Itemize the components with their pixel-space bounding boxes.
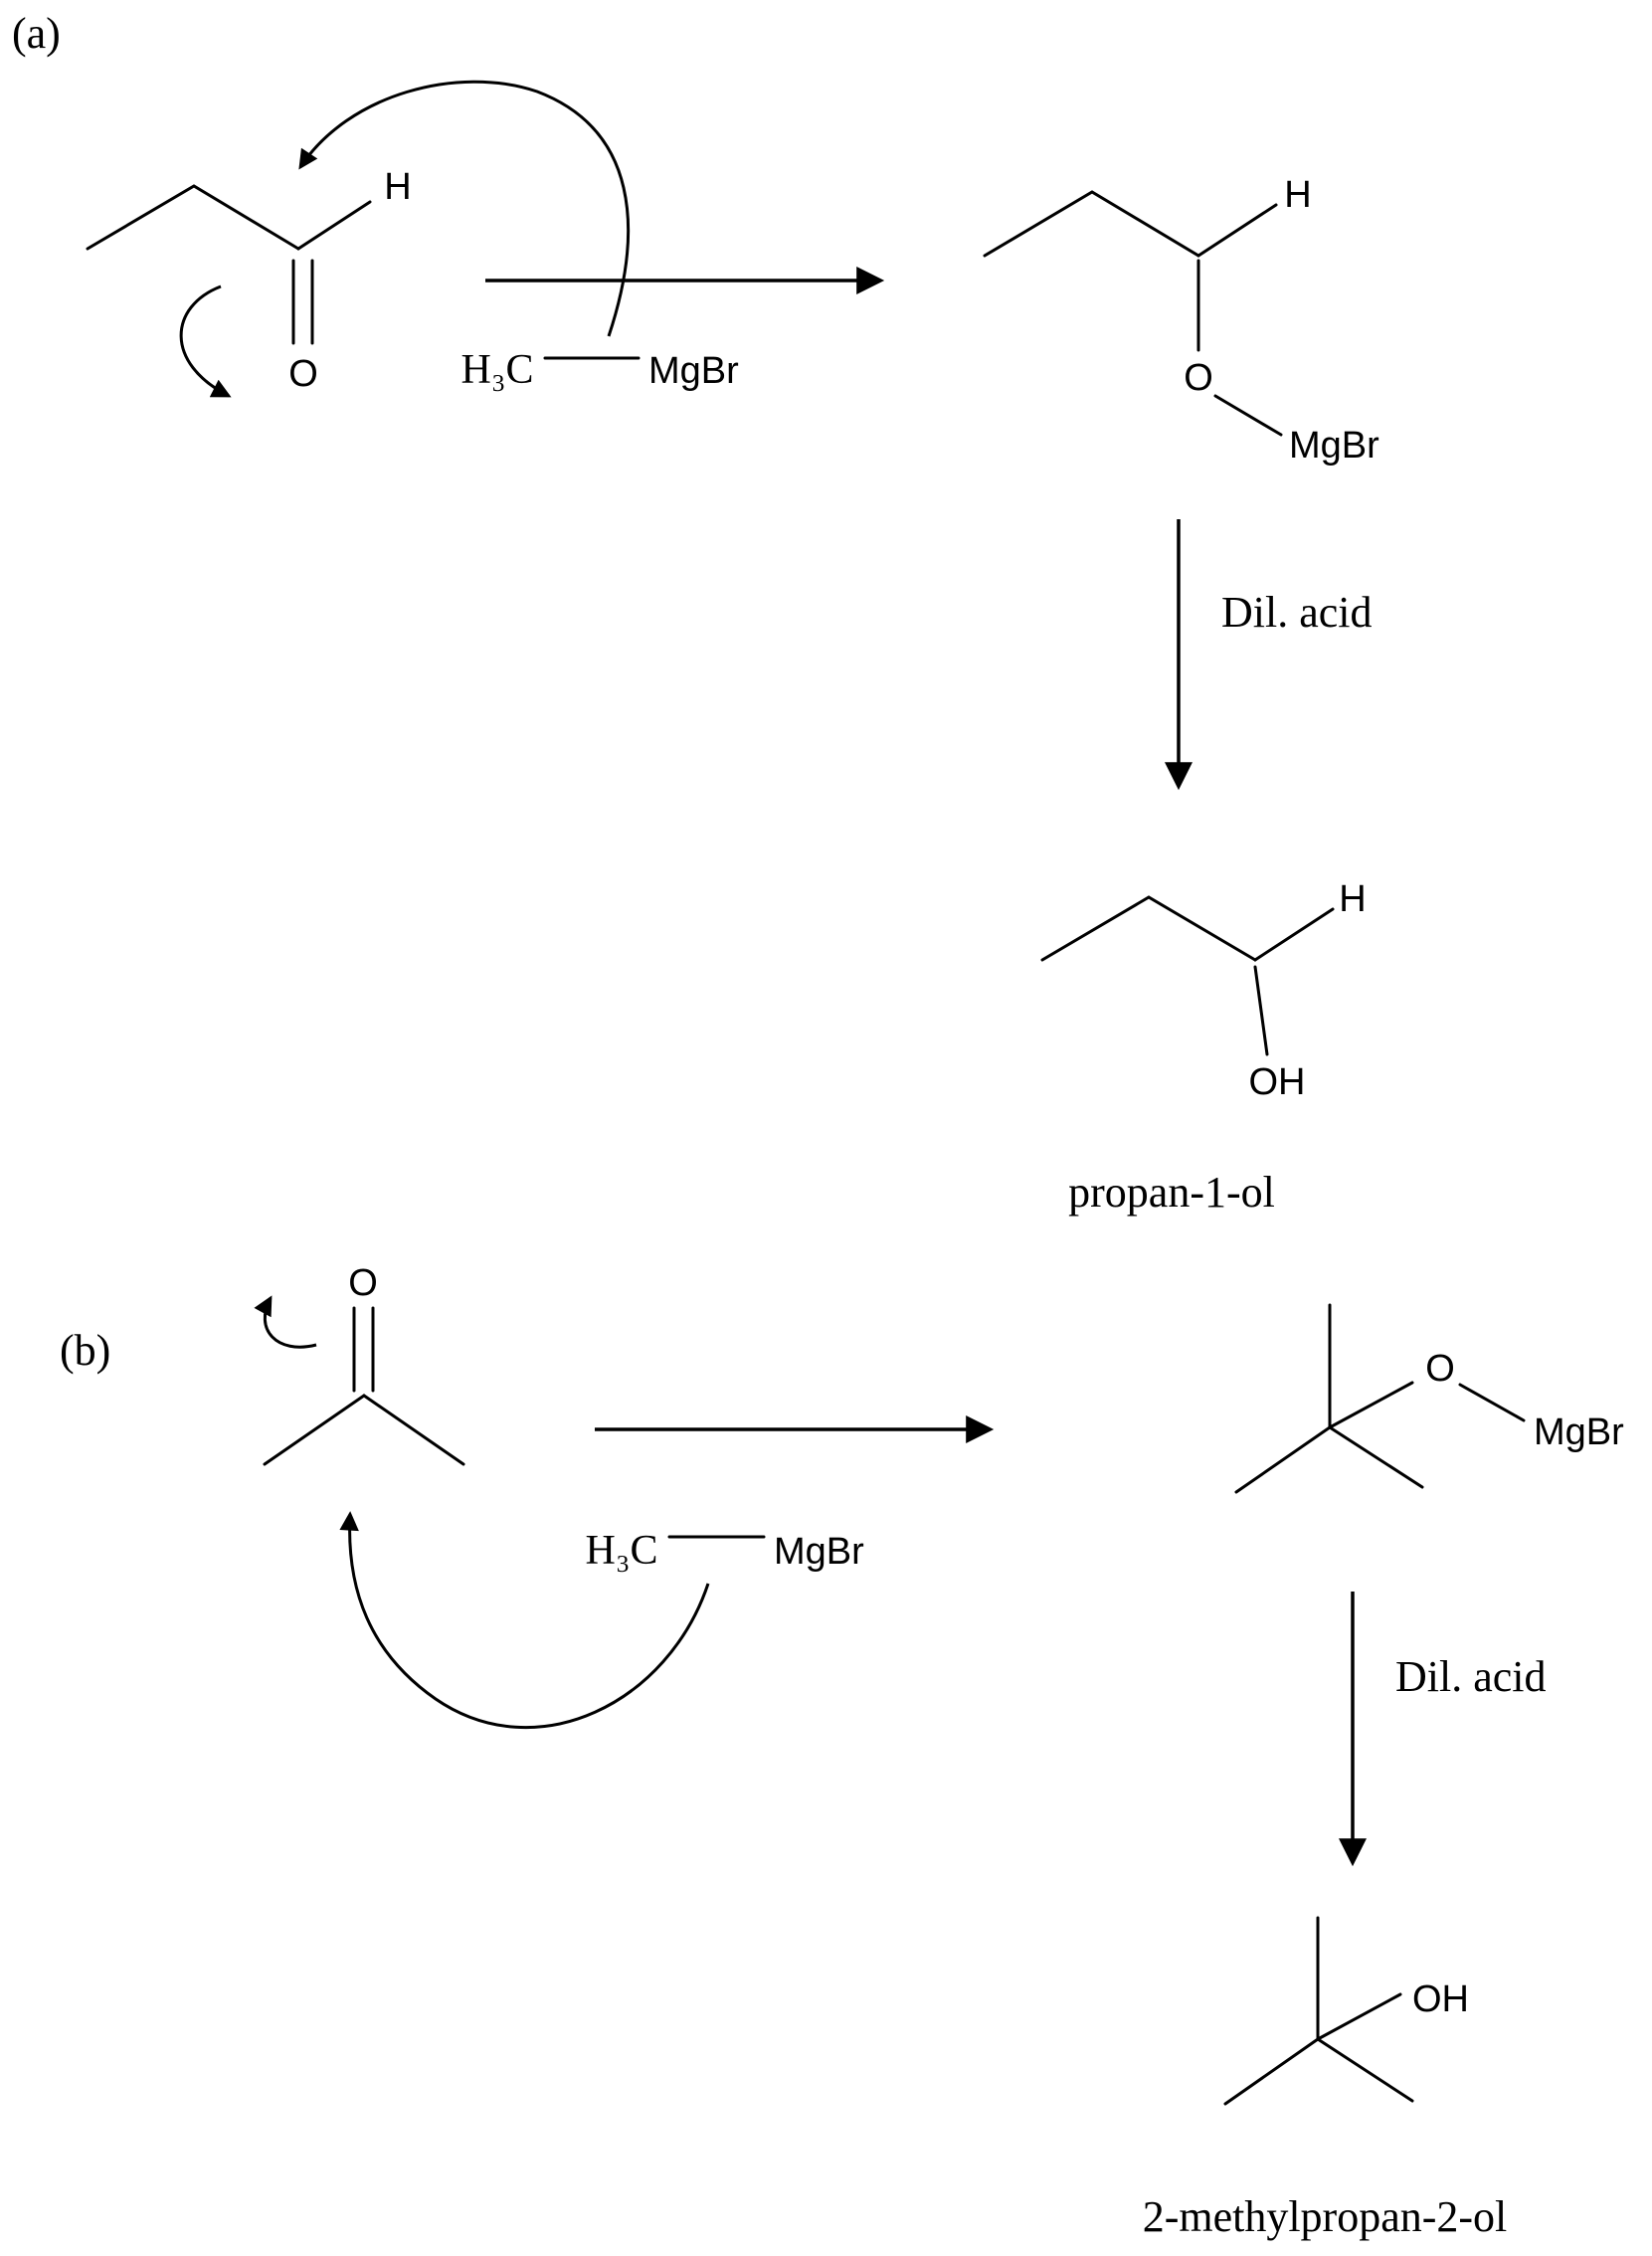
methyl-bond-left <box>263 1394 366 1466</box>
product-oh-label: OH <box>1412 1978 1469 2020</box>
scheme-a: (a) H O H₃C MgBr H O MgBr <box>12 9 1379 1217</box>
section-b-label: (b) <box>60 1326 110 1375</box>
c-oh-bond <box>1316 1992 1402 2041</box>
adduct-mgbr-label: MgBr <box>1289 425 1379 467</box>
workup-label-b: Dil. acid <box>1395 1652 1547 1701</box>
methyl-bond-left <box>1234 1425 1332 1494</box>
o-mg-bond <box>1458 1383 1526 1422</box>
o-mg-bond <box>1213 394 1283 437</box>
methyl-group-label: H₃C <box>586 1528 658 1574</box>
c-h-bond <box>296 200 372 251</box>
product-oh-label: OH <box>1249 1061 1306 1103</box>
propanol-structure: H OH <box>1040 878 1367 1103</box>
methyl-bond-right <box>1316 2037 1414 2103</box>
aldehyde-h-label: H <box>384 166 411 208</box>
c-oh-bond <box>1253 965 1269 1056</box>
adduct-o-label: O <box>1425 1348 1455 1390</box>
workup-label-a: Dil. acid <box>1221 588 1373 637</box>
mgbr-label: MgBr <box>774 1531 864 1573</box>
grignard-reagent-a: H₃C MgBr <box>461 347 740 393</box>
methyl-group-label: H₃C <box>461 347 534 393</box>
methyl-bond-left <box>1223 2037 1320 2106</box>
c-h-bond <box>1253 907 1335 962</box>
alkoxide-adduct-b: O MgBr <box>1234 1303 1624 1494</box>
scheme-b: (b) O H₃C MgBr O MgBr <box>60 1262 1624 2241</box>
aldehyde-o-label: O <box>288 353 318 395</box>
product-h-label: H <box>1339 878 1366 920</box>
c-o-bond <box>1328 1381 1414 1429</box>
nucleophile-attack-curved-arrow <box>339 1511 710 1729</box>
adduct-o-label: O <box>1184 357 1213 399</box>
ketone-o-label: O <box>348 1262 378 1304</box>
adduct-h-label: H <box>1284 174 1311 216</box>
carbon-chain-bond <box>1040 895 1257 962</box>
methyl-bond-right <box>362 1394 465 1466</box>
methyl-bond-right <box>1328 1425 1424 1489</box>
adduct-mgbr-label: MgBr <box>1534 1411 1624 1453</box>
carbon-chain-bond <box>983 190 1200 258</box>
grignard-reagent-b: H₃C MgBr <box>586 1528 865 1574</box>
product-b-name: 2-methylpropan-2-ol <box>1143 2192 1508 2241</box>
c-h-bond <box>1196 203 1278 258</box>
pi-bond-to-oxygen-curved-arrow <box>254 1295 317 1349</box>
propanal-structure: H O <box>86 166 412 395</box>
tert-butanol-structure: OH <box>1223 1916 1469 2106</box>
acetone-structure: O <box>263 1262 465 1466</box>
section-a-label: (a) <box>12 9 61 58</box>
alkoxide-adduct-a: H O MgBr <box>983 174 1379 467</box>
product-a-name: propan-1-ol <box>1068 1168 1275 1217</box>
pi-bond-to-oxygen-curved-arrow <box>179 284 232 398</box>
mgbr-label: MgBr <box>648 350 739 392</box>
nucleophile-attack-curved-arrow <box>298 80 631 337</box>
carbon-chain-bond <box>86 184 300 251</box>
